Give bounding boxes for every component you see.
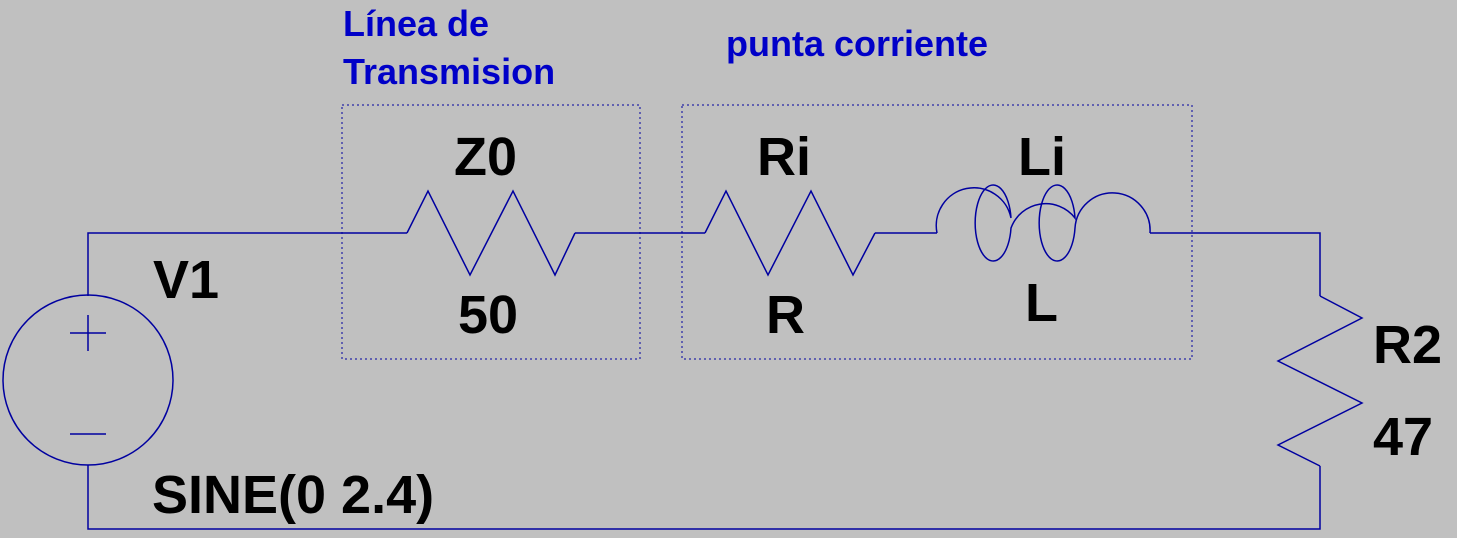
sine-voltage-source-icon: [2, 294, 174, 466]
li-value-label: L: [1025, 273, 1058, 333]
resistor-icon: [704, 189, 876, 277]
ri-value-label: R: [766, 285, 805, 345]
current-probe-box: [681, 104, 1193, 360]
inductor-icon: [935, 184, 1151, 262]
wire-top-right: [1150, 232, 1321, 296]
wire-top-left: [87, 232, 407, 296]
resistor-icon: [406, 189, 576, 277]
v1-name-label: V1: [153, 250, 220, 310]
transmission-line-annotation: Línea de Transmision: [343, 0, 555, 96]
annotation-line-2: Transmision: [343, 50, 556, 92]
annotation-line-1: Línea de: [343, 3, 490, 44]
v1-value-label: SINE(0 2.4): [152, 465, 435, 525]
z0-value-label: 50: [458, 285, 519, 345]
z0-name-label: Z0: [454, 127, 518, 187]
current-probe-annotation: punta corriente: [726, 23, 989, 64]
resistor-icon: [1276, 295, 1364, 467]
r2-name-label: R2: [1373, 315, 1443, 375]
ri-name-label: Ri: [757, 127, 811, 187]
r2-value-label: 47: [1373, 407, 1434, 467]
wire-bottom: [87, 465, 1321, 530]
li-name-label: Li: [1018, 127, 1066, 187]
transmission-line-box: [341, 104, 641, 360]
